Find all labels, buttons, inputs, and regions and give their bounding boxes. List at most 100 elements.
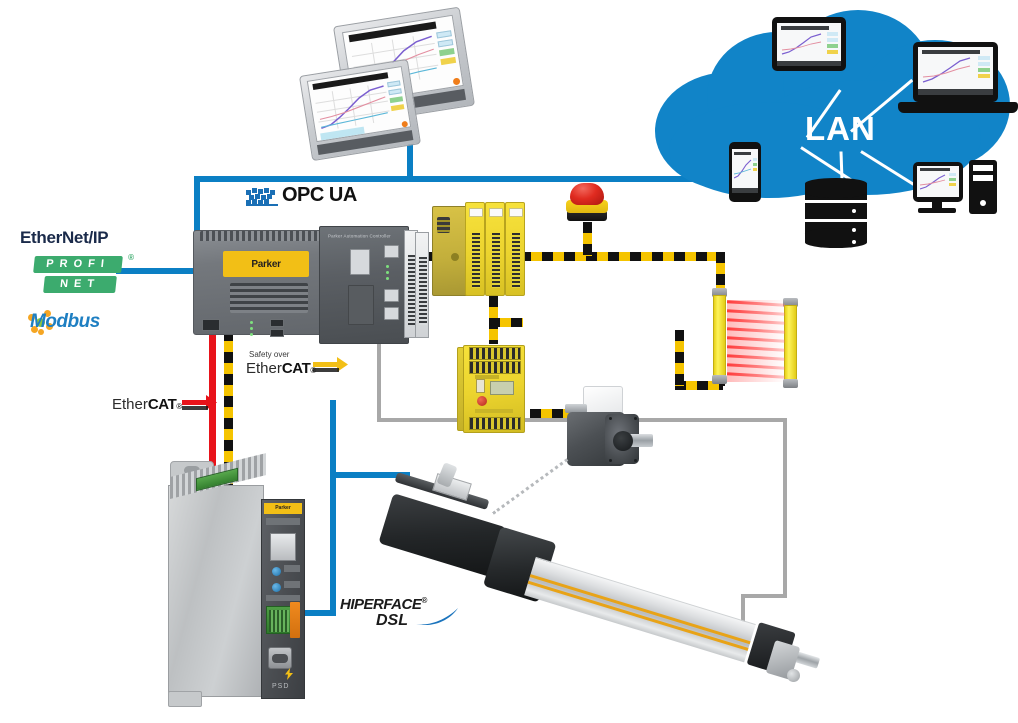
safety-io-module[interactable] [505,202,525,296]
phone-chart [734,159,752,179]
pac-io-terminals[interactable] [419,257,427,325]
safety-ethercat-suffix: CAT [281,360,311,377]
psd-heatsink-body [168,485,264,697]
safety-io-terminals[interactable] [512,233,520,288]
feedback-cable-actuator-drop [741,594,745,638]
safety-io-modules[interactable]: Safety I/O Modules [432,202,525,298]
database-bottom [805,228,867,248]
monitor-titlebar [920,168,950,171]
ethernet-backbone-main [194,176,874,182]
actuator-cylinder-body [524,556,756,663]
pac-air-slots [230,283,308,313]
safety-ethercat-arrow-icon [313,357,348,372]
ethercat-cable [209,330,216,492]
gearmotor-cable-gland [565,404,587,413]
pac-usb-port[interactable] [270,329,284,337]
estop-base [567,210,607,221]
hiperface-word: HIPERFACE [340,596,422,613]
safety-bus-to-curtain [675,381,723,390]
laptop-base [898,102,1018,113]
safety-bus-relay-to-gearbox [530,409,572,418]
light-curtain-cap [783,379,798,388]
ethernet-drop-to-pac [194,176,200,238]
ethernet-fieldbus-in [116,268,202,274]
safety-light-curtain: Safety Light Curtain [700,282,810,390]
pac-ethernet-port[interactable] [384,307,399,320]
gearmotor-terminal-box [583,386,623,416]
pac-power-connector[interactable] [202,319,220,331]
lan-label: LAN [805,110,876,147]
gearmotor: Gearmotor [557,386,655,476]
profinet-tile: PROFI [33,256,123,273]
psd-rotary-switch[interactable] [272,567,281,576]
opc-ua-flag-icon [246,188,288,206]
gearmotor-shaft [629,434,653,447]
light-curtain-receiver [784,305,797,381]
safety-io-module[interactable] [485,202,505,296]
tablet-chart [781,33,822,55]
dsl-label: DSL [376,612,408,629]
safety-io-module[interactable] [465,202,485,296]
monitor-chart [920,174,946,190]
database-top [805,178,867,198]
opc-ua-label: OPC UA [282,184,357,206]
safety-relay[interactable]: Safety Relay [457,341,535,437]
safety-io-terminals[interactable] [492,233,500,288]
profinet-logo: PROFI NET ® [33,253,134,300]
pc-tower-bay [973,175,993,181]
pac-ethernet-port[interactable] [384,289,399,302]
safety-io-bus-connector[interactable] [437,217,450,233]
pac-expansion-bay [348,285,374,325]
parker-automation-controller[interactable]: Parker Parker Automation Controller [193,222,431,344]
servo-drive-psd[interactable]: Parker PSD [160,453,312,710]
pc-power-led [980,200,986,206]
psd-display [270,533,296,561]
safety-bus-to-relay [489,252,498,344]
ethernet-ip-logo: EtherNet/IP [20,228,109,247]
cloud-device-tablet [772,17,846,71]
pac-model-label: Parker Automation Controller [328,234,391,240]
ethernet-drive-riser [330,400,336,616]
safety-over-ethercat-logo: EtherCAT® [246,360,316,378]
safety-bus-curtain-riser [675,330,684,386]
feedback-cable-right-drop [783,418,787,598]
safety-over-eyebrow: Safety over [249,350,290,359]
ethernet-to-actuator [330,472,410,478]
gearmotor-hub [613,431,633,451]
monitor-stand [932,202,942,210]
psd-warning-icon [285,668,293,680]
hmi-panel-small[interactable]: HMI [298,58,422,162]
safety-relay-terminal-block[interactable] [469,361,521,374]
emergency-stop-button[interactable]: Emergency Stop [563,183,611,227]
safety-relay-reset-button[interactable] [477,396,487,406]
safety-ethercat-cable-vertical [224,330,233,492]
modbus-logo: Modbus [30,311,100,332]
safety-io-terminals[interactable] [472,233,480,288]
feedback-cable-actuator-tie [741,594,787,598]
pac-cpu-led [386,265,389,268]
light-curtain-cap [712,375,727,384]
pac-usb-port[interactable] [270,319,284,327]
hmi-plot-area [314,83,391,132]
psd-io-connector[interactable] [266,606,292,634]
estop-red-mushroom[interactable] [570,183,604,205]
pac-status-led [250,321,253,324]
laptop-titlebar [922,50,980,54]
safety-relay-terminal-block[interactable] [469,417,521,430]
phone-titlebar [734,152,751,155]
psd-dsub-port[interactable] [268,647,292,669]
ethercat-suffix: CAT [147,396,177,413]
psd-rotary-switch[interactable] [272,583,281,592]
profinet-registered: ® [128,253,134,262]
pac-io-terminals[interactable] [408,255,416,325]
safety-relay-slot [476,379,485,393]
light-curtain-emitter [713,295,726,377]
pac-ethernet-port[interactable] [384,245,399,258]
light-curtain-cap [783,298,798,307]
modbus-molecule-icon [28,310,53,335]
safety-relay-display [490,381,514,395]
safety-relay-terminal-block[interactable] [469,347,521,360]
safety-bus-relay-jog [489,318,523,327]
pac-card-slot[interactable] [350,249,370,275]
